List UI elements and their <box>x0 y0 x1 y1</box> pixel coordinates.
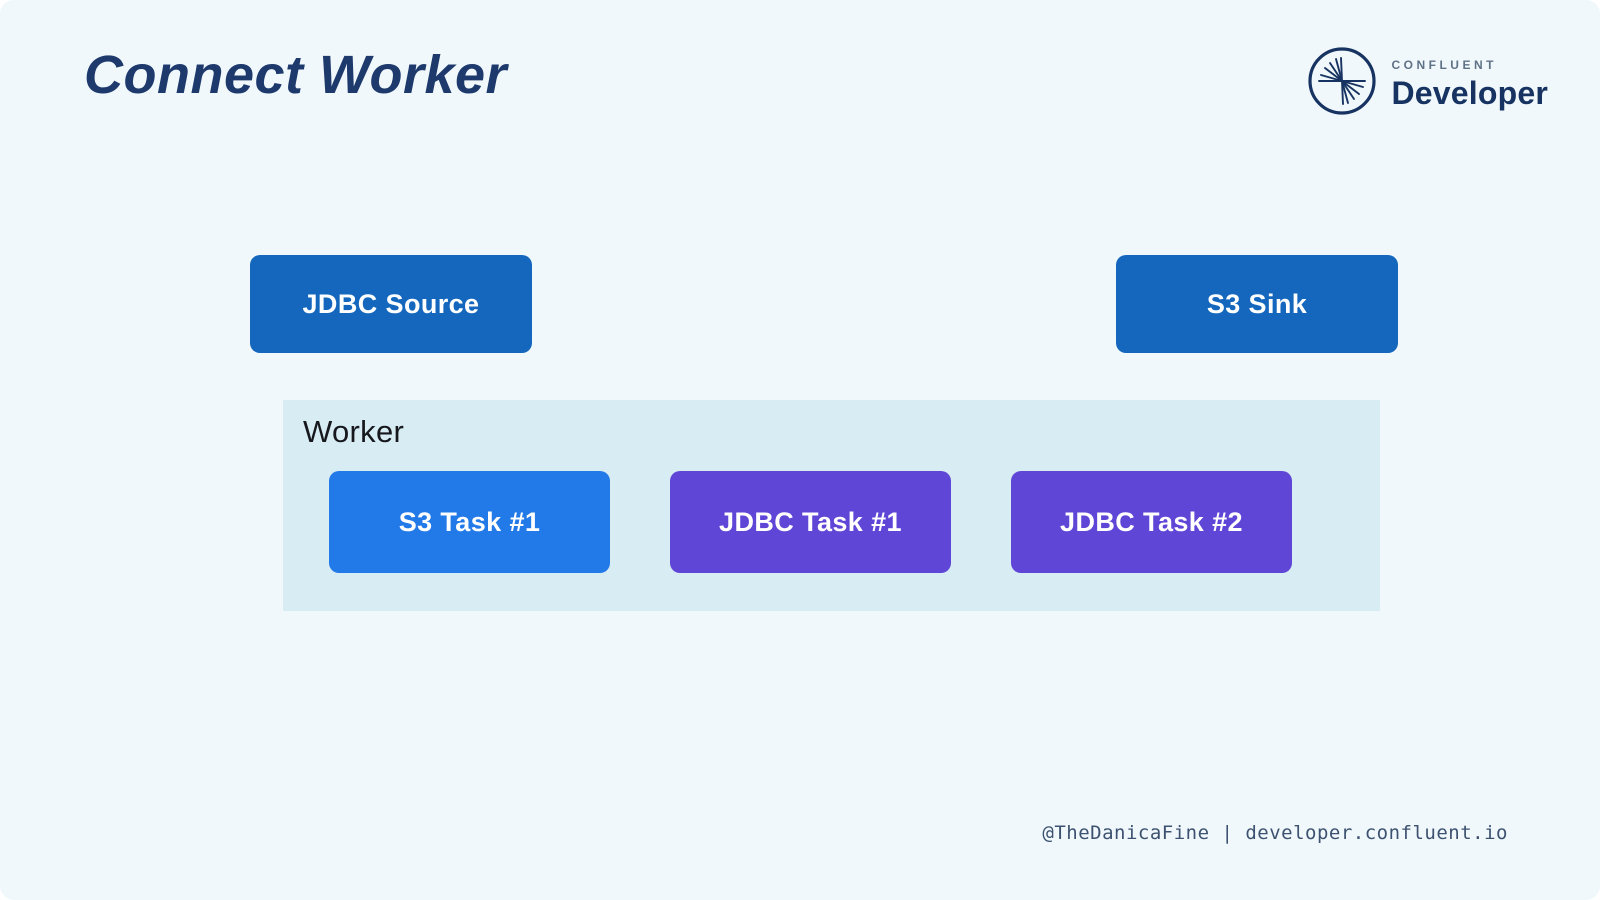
jdbc-source-connector-box: JDBC Source <box>250 255 532 353</box>
confluent-burst-icon <box>1307 46 1377 121</box>
page-title: Connect Worker <box>84 45 508 105</box>
logo-product-text: Developer <box>1391 74 1548 111</box>
logo-brand-text: CONFLUENT <box>1391 57 1497 72</box>
worker-container: Worker S3 Task #1 JDBC Task #1 JDBC Task… <box>283 400 1380 611</box>
logo-wordmark: CONFLUENT Developer <box>1391 59 1548 109</box>
s3-sink-connector-box: S3 Sink <box>1116 255 1398 353</box>
jdbc-task-1-box: JDBC Task #1 <box>670 471 951 573</box>
worker-label: Worker <box>303 414 405 449</box>
jdbc-task-2-box: JDBC Task #2 <box>1011 471 1292 573</box>
s3-task-1-box: S3 Task #1 <box>329 471 610 573</box>
footer-credits: @TheDanicaFine | developer.confluent.io <box>1042 822 1508 844</box>
confluent-developer-logo: CONFLUENT Developer <box>1307 46 1548 121</box>
